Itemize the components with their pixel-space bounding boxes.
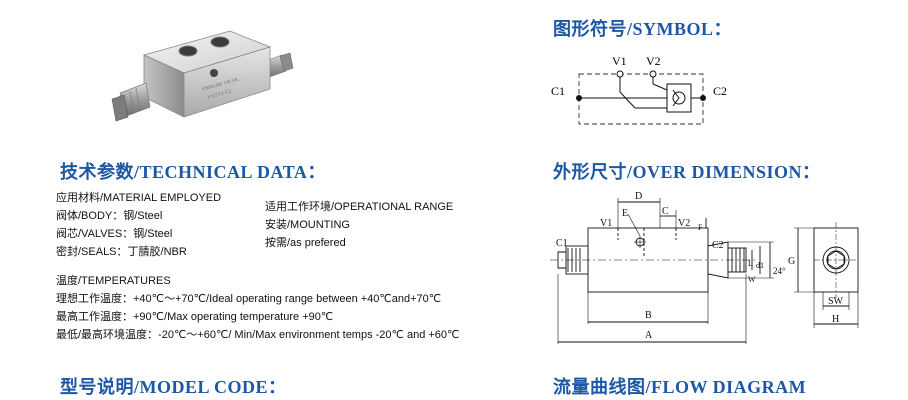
- model-code-heading: 型号说明/MODEL CODE：: [60, 377, 287, 397]
- min-max-environment-temperature: 最低/最高环境温度：-20℃～+60℃/ Min/Max environment…: [56, 329, 460, 341]
- dim-label-b: B: [645, 310, 652, 321]
- temperatures-title: 温度/TEMPERATURES: [56, 275, 171, 287]
- dim-label-f: F: [698, 223, 703, 232]
- dim-label-c: C: [662, 206, 669, 217]
- dim-label-h: H: [832, 314, 839, 325]
- symbol-c1-label: C1: [551, 84, 565, 98]
- dim-label-c1: C1: [556, 238, 568, 249]
- ideal-temperature: 理想工作温度：+40℃～+70℃/Ideal operating range b…: [56, 293, 442, 305]
- max-temperature: 最高工作温度：+90℃/Max operating temperature +9…: [56, 311, 334, 323]
- symbol-v1-port: [616, 70, 624, 78]
- temperatures-block: 温度/TEMPERATURES 理想工作温度：+40℃～+70℃/Ideal o…: [56, 272, 459, 344]
- hydraulic-symbol-diagram: V1 V2 C1 C2: [551, 54, 727, 125]
- dim-label-angle: 24°: [773, 266, 786, 276]
- mounting-title: 安装/MOUNTING: [265, 219, 350, 231]
- valve-product-photo: VBSO-DE 1/8-3/8... V1/2 C1 C2: [111, 30, 294, 122]
- left-fitting: [111, 82, 151, 122]
- material-title: 应用材料/MATERIAL EMPLOYED: [56, 192, 222, 204]
- dim-label-v1: V1: [600, 218, 612, 229]
- mounting-value: 按需/as prefered: [265, 237, 346, 249]
- symbol-heading: 图形符号/SYMBOL：: [553, 19, 733, 39]
- dim-label-v2: V2: [678, 218, 690, 229]
- port-v2-hole: [210, 36, 230, 48]
- port-v1-hole: [178, 45, 198, 57]
- symbol-c2-port: [700, 95, 706, 101]
- symbol-v1-label: V1: [612, 54, 627, 68]
- dim-label-c2: C2: [712, 240, 724, 251]
- dimension-heading: 外形尺寸/OVER DIMENSION：: [553, 162, 821, 182]
- dim-label-d1: d1: [756, 261, 764, 270]
- technical-heading: 技术参数/TECHNICAL DATA：: [60, 162, 326, 182]
- side-hole: [210, 69, 218, 77]
- valve-material: 阀芯/VALVES：钢/Steel: [56, 228, 173, 240]
- technical-left-block: 应用材料/MATERIAL EMPLOYED 阀体/BODY：钢/Steel 阀…: [56, 189, 221, 261]
- symbol-v2-port: [649, 70, 657, 78]
- dim-label-e: E: [622, 208, 628, 219]
- operational-range-title: 适用工作环境/OPERATIONAL RANGE: [265, 201, 454, 213]
- dim-label-a: A: [645, 330, 653, 341]
- block-long-face: [183, 46, 271, 118]
- dim-label-l: L: [748, 259, 753, 268]
- seal-material: 密封/SEALS：丁腈胶/NBR: [56, 246, 187, 258]
- dim-label-d: D: [635, 191, 642, 202]
- dim-label-w: W: [748, 275, 756, 284]
- flow-diagram-heading: 流量曲线图/FLOW DIAGRAM: [553, 377, 807, 397]
- symbol-v2-label: V2: [646, 54, 661, 68]
- symbol-c2-label: C2: [713, 84, 727, 98]
- dimension-drawing: D E C V1 V2 C1 C2 F L d1 W 24° G B A SW …: [550, 191, 859, 344]
- dim-label-g: G: [788, 256, 795, 267]
- technical-right-block: 适用工作环境/OPERATIONAL RANGE 安装/MOUNTING 按需/…: [265, 198, 453, 252]
- body-material: 阀体/BODY：钢/Steel: [56, 210, 163, 222]
- dim-label-sw: SW: [828, 296, 844, 307]
- engraving-line-2: V1/2 C1 C2: [207, 89, 232, 101]
